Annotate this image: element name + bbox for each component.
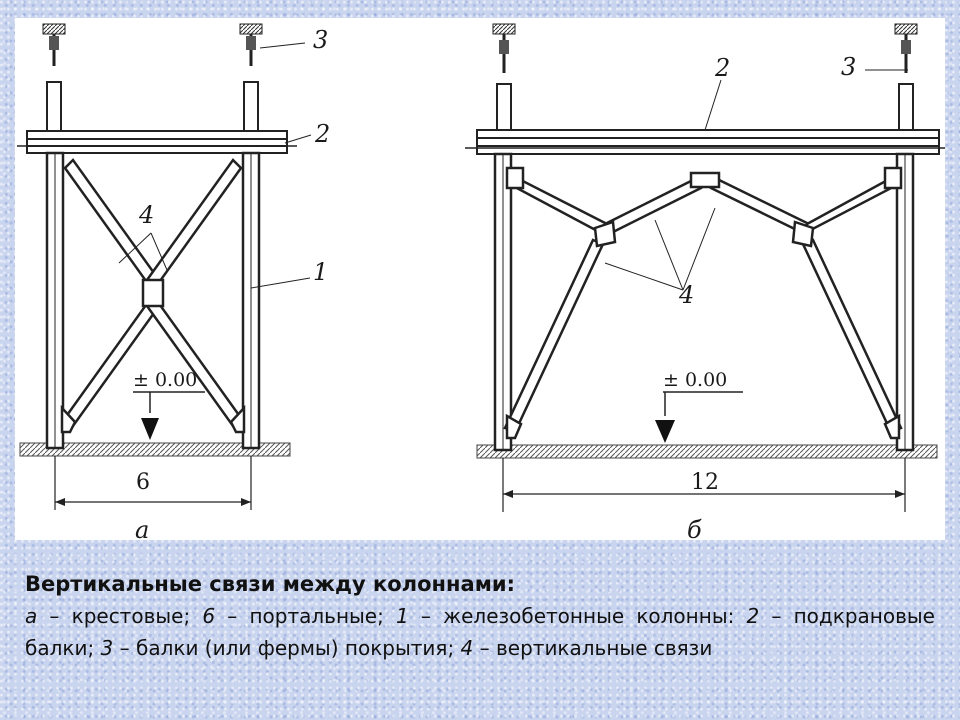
caption-item: 1 – железобетонные колонны: [396,604,747,628]
column-right-2 [895,152,915,452]
cross-bracing [60,158,246,434]
crane-beam-left [17,130,297,154]
svg-text:1: 1 [313,258,328,286]
svg-text:3: 3 [313,26,328,54]
dimension-right: 12 [502,458,906,512]
svg-text:2: 2 [314,120,330,148]
svg-text:± 0.00: ± 0.00 [663,369,727,391]
ceiling-support-left-2 [239,23,263,138]
ceiling-support-right-1 [492,23,516,135]
svg-text:3: 3 [841,53,856,81]
ceiling-support-right-2 [894,23,918,135]
ground-right [476,444,938,459]
cross-bracing-diagram: ± 0.00 6 3 2 1 4 а [17,23,330,540]
column-left-1 [45,151,65,450]
ground-left [19,442,291,457]
callouts-left: 3 2 1 4 [118,26,330,289]
column-right-1 [493,152,513,452]
caption-title: Вертикальные связи между колоннами: [25,572,515,596]
caption-item: 4 – вертикальные связи [460,636,713,660]
svg-text:6: 6 [136,470,150,495]
portal-bracing-diagram: ± 0.00 12 2 3 4 б [465,23,945,540]
sublabel-a: а [135,516,149,540]
caption-item: 2 – подкрановые балки; [25,604,935,660]
figure-caption: Вертикальные связи между колоннами: а – … [25,568,935,664]
svg-text:4: 4 [678,281,694,309]
dimension-left: 6 [54,456,252,510]
ceiling-support-left-1 [42,23,66,138]
bracing-figure: ± 0.00 6 3 2 1 4 а [15,18,945,540]
caption-item: 3 – балки (или фермы) покрытия; [100,636,461,660]
column-left-2 [241,151,261,450]
caption-item: а – крестовые; [25,604,203,628]
svg-text:12: 12 [691,470,719,495]
caption-body: а – крестовые; 6 – портальные; 1 – желез… [25,600,935,664]
portal-bracing [503,166,903,440]
callouts-right: 2 3 4 [604,53,908,309]
svg-text:± 0.00: ± 0.00 [133,369,197,391]
sublabel-b: б [687,516,702,540]
svg-text:2: 2 [714,54,730,82]
level-marker-right: ± 0.00 [655,369,743,443]
caption-item: 6 – портальные; [202,604,397,628]
svg-text:4: 4 [138,201,154,229]
crane-beam-right [465,129,945,155]
level-marker-left: ± 0.00 [133,369,205,440]
